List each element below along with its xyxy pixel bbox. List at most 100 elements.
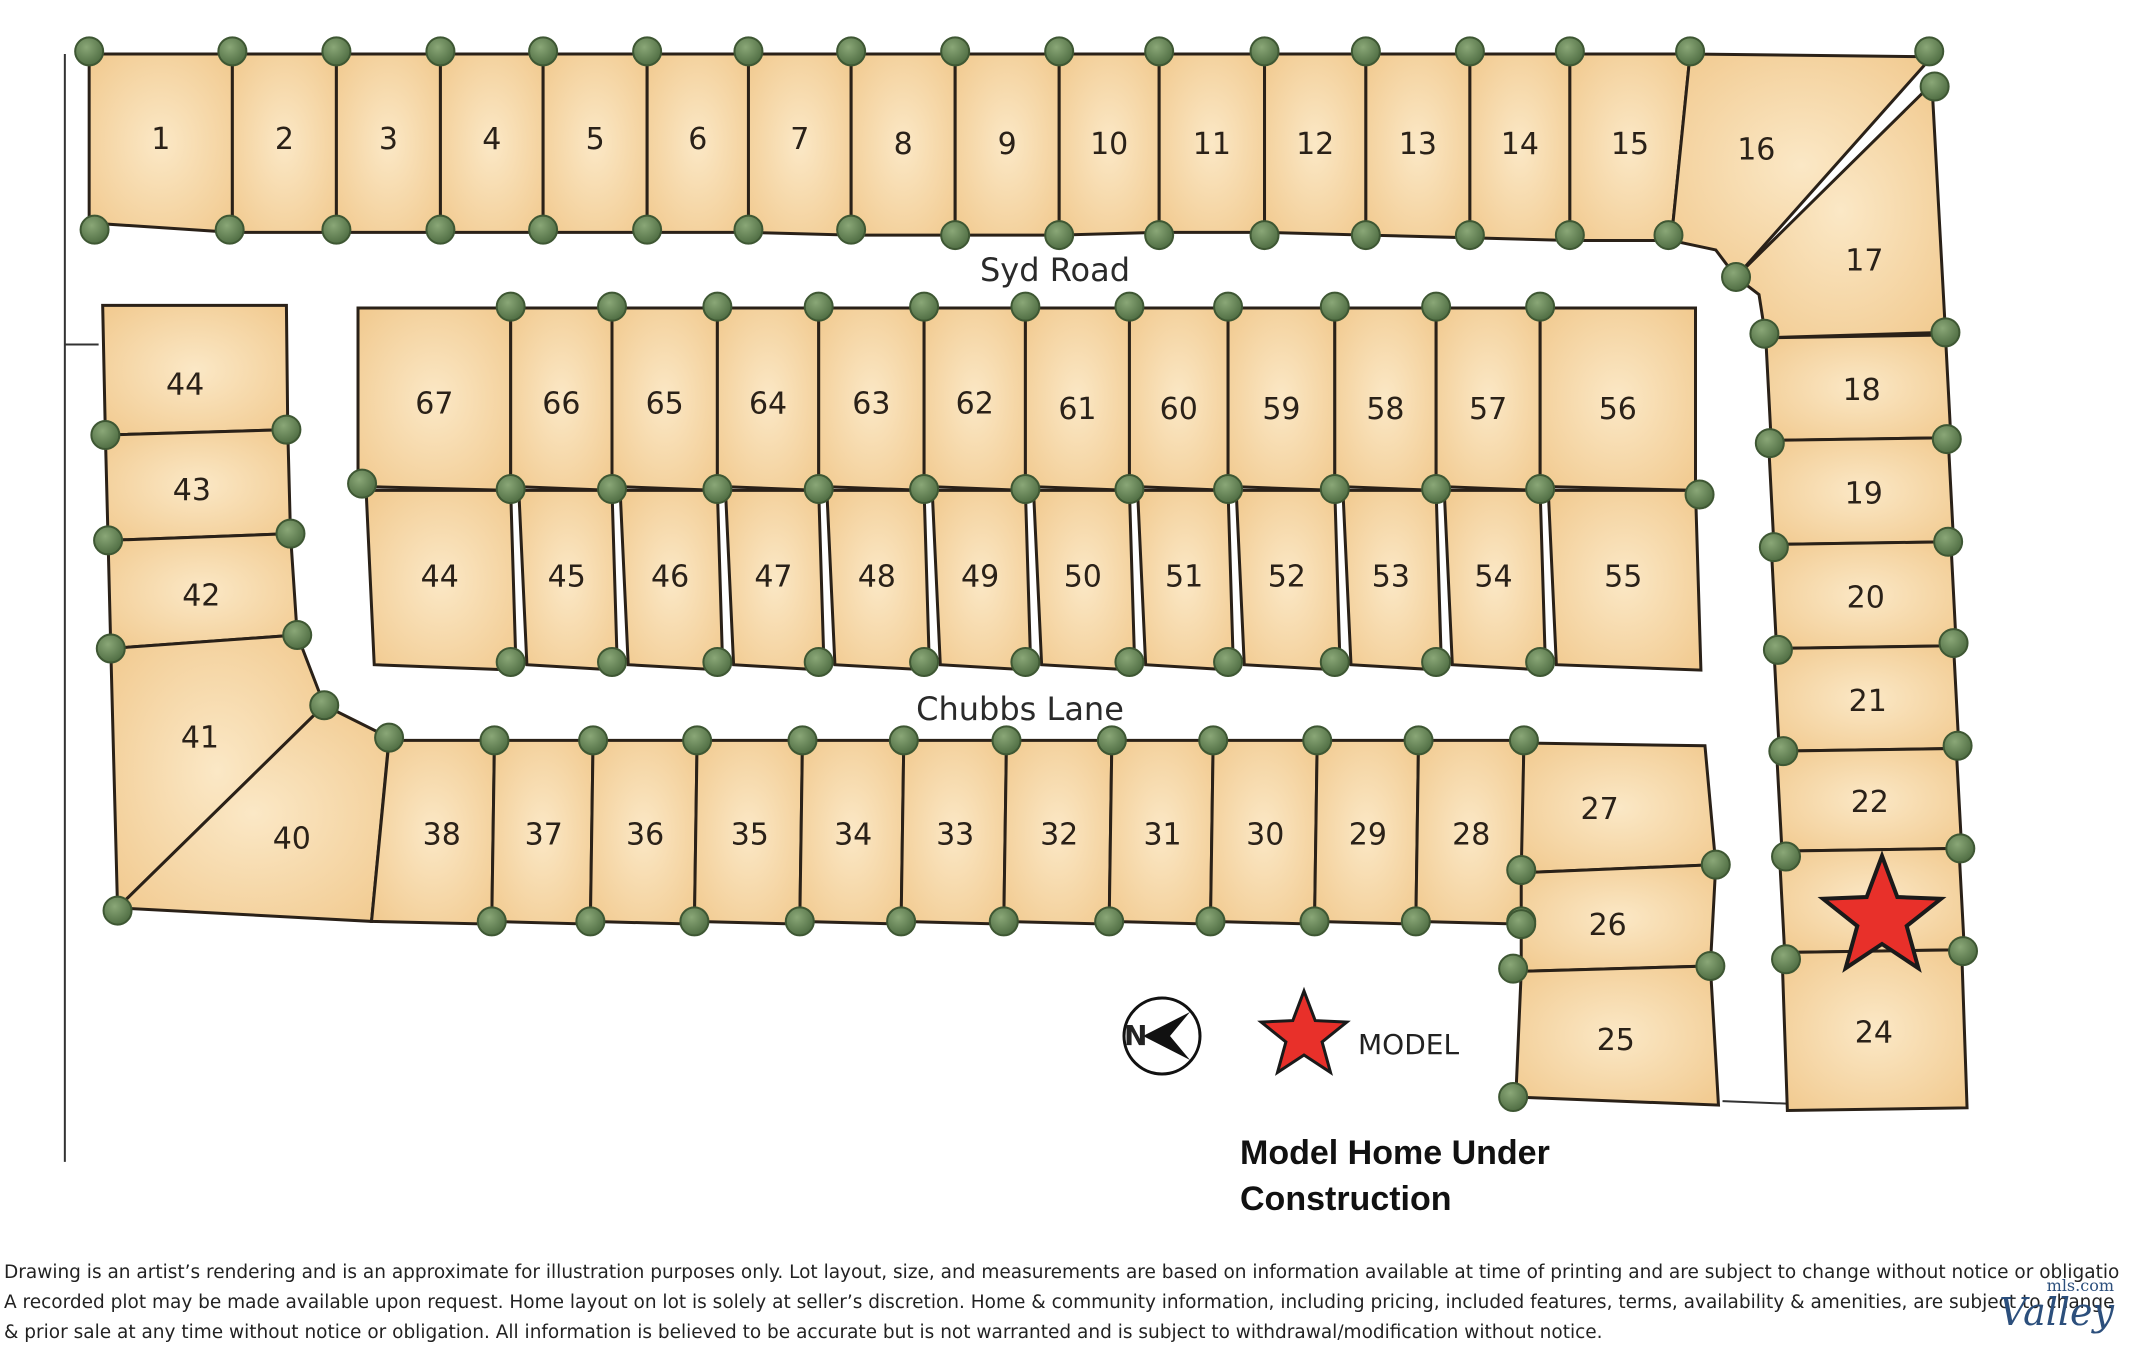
lot-number-35: 35 bbox=[731, 818, 769, 853]
lot-number-3: 3 bbox=[379, 122, 398, 157]
tree-icon bbox=[1919, 71, 1950, 102]
lot-number-24: 24 bbox=[1855, 1015, 1893, 1050]
model-legend-label: MODEL bbox=[1358, 1028, 1459, 1061]
trees-layer bbox=[74, 36, 1979, 1113]
lot-number-8: 8 bbox=[894, 127, 913, 162]
tree-icon bbox=[1942, 730, 1973, 761]
tree-icon bbox=[1758, 532, 1789, 563]
tree-icon bbox=[632, 214, 663, 245]
street-label-syd-road: Syd Road bbox=[980, 251, 1130, 289]
tree-icon bbox=[1319, 474, 1350, 505]
lot-number-25: 25 bbox=[1597, 1023, 1635, 1058]
lot-number-58: 58 bbox=[1366, 392, 1404, 427]
tree-icon bbox=[1508, 725, 1539, 756]
tree-icon bbox=[1554, 36, 1585, 67]
lot-number-2: 2 bbox=[275, 122, 294, 157]
lot-number-55: 55 bbox=[1604, 560, 1642, 595]
lot-number-31: 31 bbox=[1143, 818, 1181, 853]
lot-number-29: 29 bbox=[1349, 818, 1387, 853]
lot-number-30: 30 bbox=[1246, 818, 1284, 853]
lot-number-49: 49 bbox=[961, 560, 999, 595]
tree-icon bbox=[495, 291, 526, 322]
tree-icon bbox=[321, 36, 352, 67]
lot-number-57: 57 bbox=[1469, 392, 1507, 427]
lot-number-61: 61 bbox=[1058, 392, 1096, 427]
lot-number-12: 12 bbox=[1296, 127, 1334, 162]
tree-icon bbox=[1454, 220, 1485, 251]
tree-icon bbox=[1319, 646, 1350, 677]
tree-icon bbox=[578, 725, 609, 756]
tree-icon bbox=[787, 725, 818, 756]
lot-number-33: 33 bbox=[936, 818, 974, 853]
model-home-note-line1: Model Home Under bbox=[1240, 1134, 1550, 1172]
tree-icon bbox=[597, 474, 628, 505]
lot-25[interactable] bbox=[1514, 964, 1721, 1107]
lot-number-43: 43 bbox=[173, 473, 211, 508]
lot-number-40: 40 bbox=[273, 822, 311, 857]
tree-icon bbox=[74, 36, 105, 67]
lot-number-22: 22 bbox=[1851, 785, 1889, 820]
lot-number-51: 51 bbox=[1165, 560, 1203, 595]
tree-icon bbox=[886, 906, 917, 937]
lot-number-56: 56 bbox=[1599, 392, 1637, 427]
tree-icon bbox=[479, 725, 510, 756]
lot-number-34: 34 bbox=[834, 818, 872, 853]
tree-icon bbox=[374, 722, 405, 753]
tree-icon bbox=[597, 646, 628, 677]
disclaimer-line-2: A recorded plot may be made available up… bbox=[4, 1292, 2115, 1313]
tree-icon bbox=[991, 725, 1022, 756]
tree-icon bbox=[79, 214, 110, 245]
tree-icon bbox=[217, 36, 248, 67]
tree-icon bbox=[1930, 317, 1961, 348]
lot-number-1: 1 bbox=[151, 122, 170, 157]
tree-icon bbox=[836, 214, 867, 245]
tree-icon bbox=[988, 906, 1019, 937]
tree-icon bbox=[1653, 220, 1684, 251]
tree-icon bbox=[803, 474, 834, 505]
lot-number-37: 37 bbox=[525, 818, 563, 853]
tree-icon bbox=[495, 646, 526, 677]
lot-16[interactable] bbox=[1669, 52, 1936, 280]
tree-icon bbox=[309, 690, 340, 721]
tree-icon bbox=[803, 291, 834, 322]
lot-number-10: 10 bbox=[1090, 127, 1128, 162]
lot-55[interactable] bbox=[1546, 488, 1703, 672]
tree-icon bbox=[702, 646, 733, 677]
lot-number-18: 18 bbox=[1843, 373, 1881, 408]
tree-icon bbox=[702, 291, 733, 322]
tree-icon bbox=[1768, 736, 1799, 767]
tree-icon bbox=[597, 291, 628, 322]
tree-icon bbox=[733, 36, 764, 67]
lot-number-14: 14 bbox=[1501, 127, 1539, 162]
lot-number-32: 32 bbox=[1040, 818, 1078, 853]
lot-17[interactable] bbox=[1733, 80, 1948, 340]
tree-icon bbox=[632, 36, 663, 67]
tree-icon bbox=[909, 474, 940, 505]
tree-icon bbox=[1094, 906, 1125, 937]
lot-number-52: 52 bbox=[1268, 560, 1306, 595]
lot-number-7: 7 bbox=[790, 122, 809, 157]
lot-number-6: 6 bbox=[688, 122, 707, 157]
disclaimer-line-3: & prior sale at any time without notice … bbox=[4, 1322, 1603, 1343]
tree-icon bbox=[1695, 950, 1726, 981]
lot-number-20: 20 bbox=[1847, 580, 1885, 615]
tree-icon bbox=[1114, 474, 1145, 505]
tree-icon bbox=[940, 220, 971, 251]
tree-icon bbox=[90, 420, 121, 451]
tree-icon bbox=[1525, 474, 1556, 505]
tree-icon bbox=[888, 725, 919, 756]
tree-icon bbox=[575, 906, 606, 937]
tree-icon bbox=[1684, 479, 1715, 510]
lot-number-65: 65 bbox=[646, 387, 684, 422]
lot-number-59: 59 bbox=[1262, 392, 1300, 427]
tree-icon bbox=[702, 474, 733, 505]
tree-icon bbox=[909, 646, 940, 677]
tree-icon bbox=[909, 291, 940, 322]
tree-icon bbox=[1938, 628, 1969, 659]
tree-icon bbox=[1213, 291, 1244, 322]
tree-icon bbox=[1302, 725, 1333, 756]
tree-icon bbox=[95, 633, 126, 664]
tree-icon bbox=[1749, 318, 1780, 349]
tree-icon bbox=[321, 214, 352, 245]
tree-icon bbox=[275, 518, 306, 549]
